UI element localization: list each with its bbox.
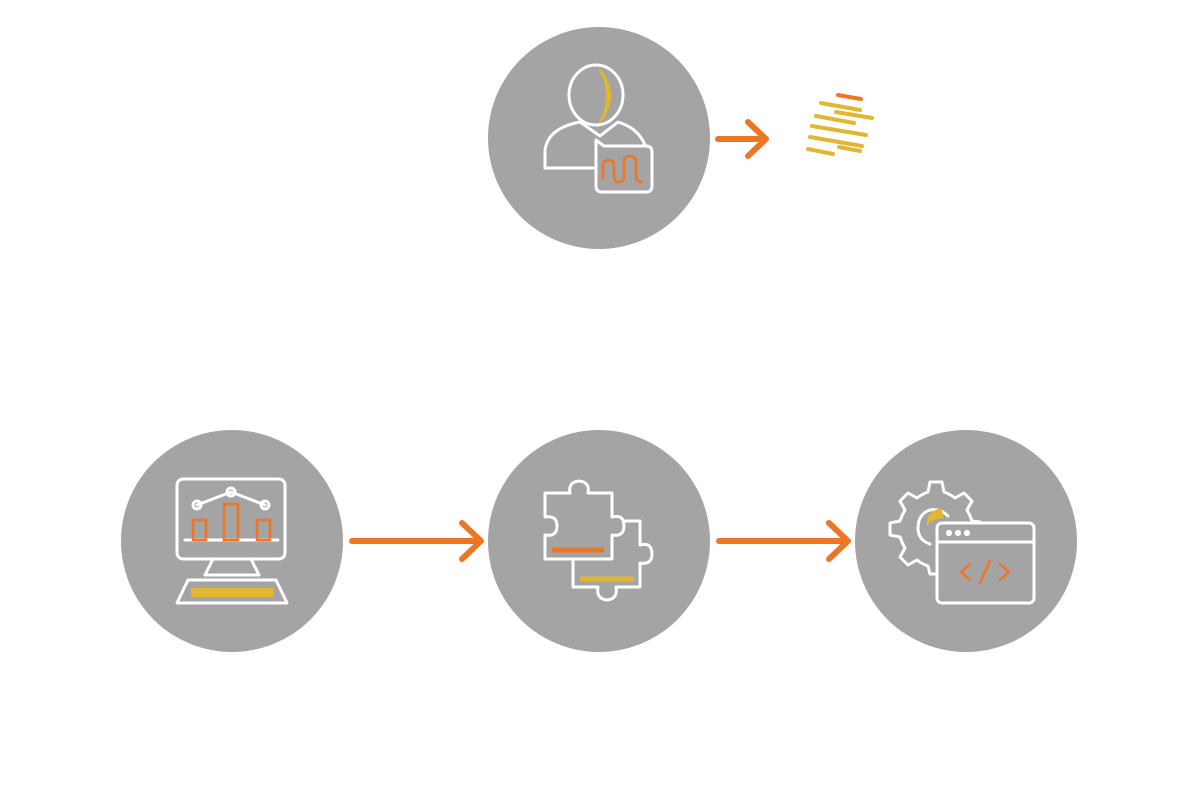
arrow-speaker-to-output [715, 119, 769, 159]
text-lines-icon [806, 93, 874, 156]
puzzle-pieces-icon [543, 479, 654, 602]
integration-node [488, 430, 710, 652]
code-symbol-icon [959, 559, 1011, 585]
integration-circle [488, 430, 710, 652]
keyboard-highlight [191, 588, 274, 597]
development-node [855, 430, 1077, 652]
gear-highlight [926, 508, 944, 527]
user-speech-icon [543, 63, 654, 194]
speaker-circle [488, 27, 710, 249]
analytics-node [121, 430, 343, 652]
bar-chart-icon [191, 502, 272, 542]
arrow-integration-to-development [716, 520, 851, 562]
speaker-node [488, 27, 710, 249]
arrow-analytics-to-integration [349, 520, 484, 562]
